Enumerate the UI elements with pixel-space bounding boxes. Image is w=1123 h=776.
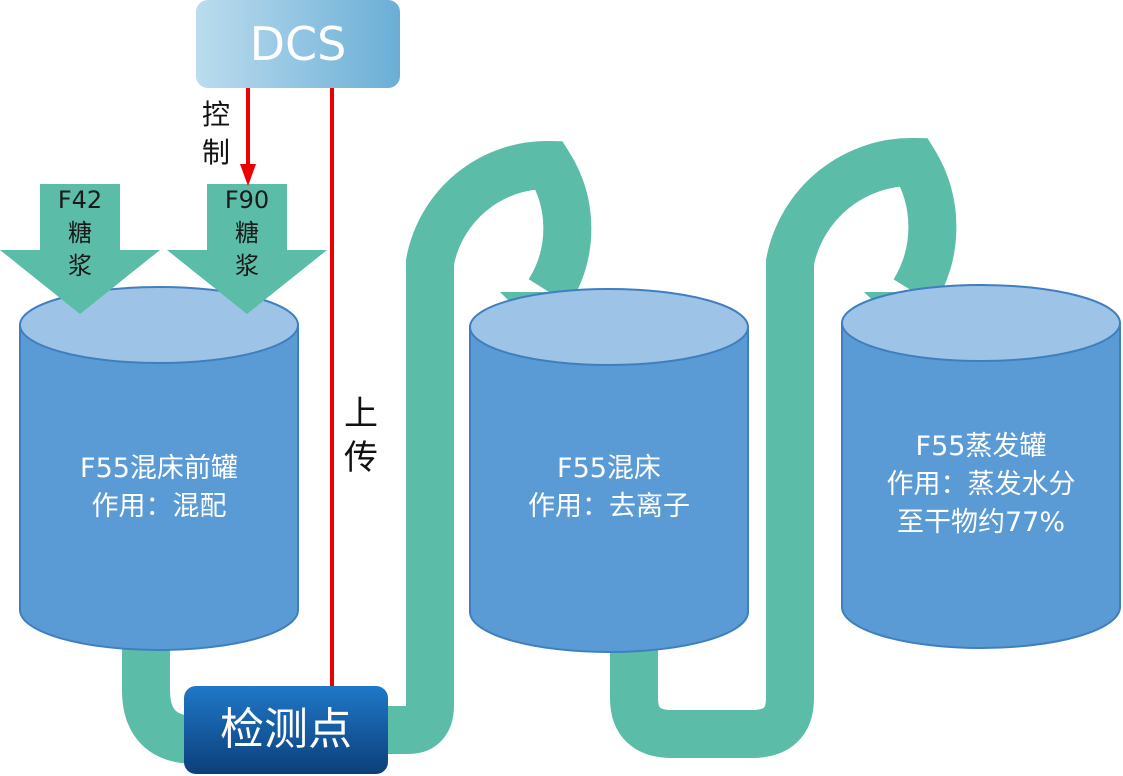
tank-function: 作用：蒸发水分	[886, 469, 1076, 500]
pipe-tank2-to-tank3	[610, 138, 957, 758]
upload-label-char-1: 上	[344, 394, 378, 434]
input-arrow-f90	[167, 184, 327, 314]
input-code: F90	[224, 186, 270, 214]
control-label-char-2: 制	[201, 136, 230, 169]
dcs-label: DCS	[249, 17, 347, 71]
upload-label: 上 传	[336, 392, 386, 480]
tank-mix-pre	[19, 286, 299, 651]
tank-name: F55混床前罐	[80, 453, 238, 484]
tank-name: F55蒸发罐	[915, 431, 1047, 462]
input-label-f90: F90 糖 浆	[207, 184, 287, 283]
input-label-f42: F42 糖 浆	[40, 184, 120, 283]
control-signal-arrowhead	[240, 164, 256, 186]
input-material-char-1: 糖	[235, 219, 259, 247]
tank-name: F55混床	[557, 453, 661, 484]
upload-label-char-2: 传	[344, 438, 378, 478]
tank-function: 作用：混配	[91, 491, 227, 522]
tank-evaporator	[841, 284, 1121, 649]
tank-label-mix-pre: F55混床前罐 作用：混配	[20, 450, 298, 526]
input-material-char-2: 浆	[235, 252, 259, 280]
dcs-box	[196, 0, 400, 88]
control-label-char-1: 控	[201, 98, 230, 131]
tank-label-mixed-bed: F55混床 作用：去离子	[470, 450, 748, 526]
tank-label-evaporator: F55蒸发罐 作用：蒸发水分 至干物约77%	[842, 428, 1120, 542]
tank-mixed-bed	[469, 288, 749, 653]
input-material-char-2: 浆	[68, 252, 92, 280]
input-code: F42	[57, 186, 103, 214]
tank-function: 作用：去离子	[528, 491, 690, 522]
tank-note: 至干物约77%	[896, 507, 1065, 538]
pipe-detection-to-tank2	[384, 141, 592, 754]
detection-point-label: 检测点	[220, 704, 352, 755]
input-arrow-f42	[0, 184, 160, 314]
input-material-char-1: 糖	[68, 219, 92, 247]
control-label: 控 制	[190, 96, 242, 172]
detection-point-box	[184, 686, 388, 774]
